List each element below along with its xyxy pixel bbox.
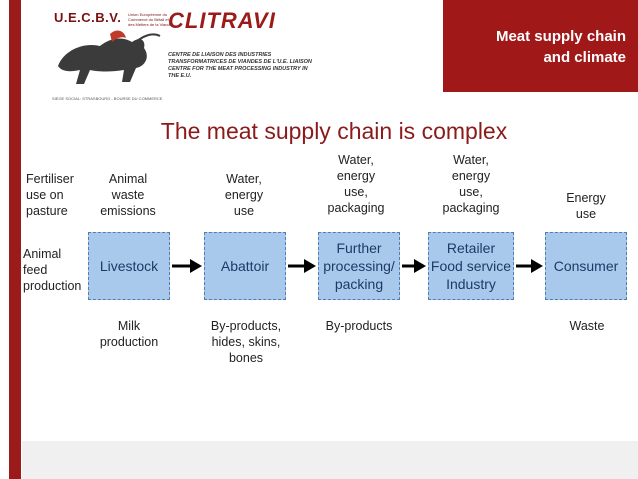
uecbv-abbr: U.E.C.B.V. xyxy=(54,10,122,25)
input-processing: Water, energy use, packaging xyxy=(327,153,385,215)
input-abattoir: Water, energy use xyxy=(224,172,264,218)
bull-icon xyxy=(58,30,161,84)
arrow-livestock-abattoir xyxy=(172,259,202,273)
output-waste: Waste xyxy=(569,319,605,333)
clitravi-description: CENTRE DE LIAISON DES INDUSTRIES TRANSFO… xyxy=(168,52,312,79)
input-fertiliser: Fertiliser use on pasture xyxy=(26,172,74,218)
slide-header: Meat supply chain and climate xyxy=(443,0,638,92)
arrow-processing-retailer xyxy=(402,259,426,273)
uecbv-logo: U.E.C.B.V. Union Européenne du Commerce … xyxy=(50,6,172,106)
footer-band xyxy=(22,441,638,479)
clitravi-name: CLITRAVI xyxy=(168,8,276,33)
stage-livestock: Livestock xyxy=(88,232,170,300)
output-processing-byproducts: By-products xyxy=(325,319,393,333)
arrow-retailer-consumer xyxy=(516,259,543,273)
clitravi-logo: CLITRAVI CENTRE DE LIAISON DES INDUSTRIE… xyxy=(168,8,318,103)
input-retailer: Water, energy use, packaging xyxy=(442,153,500,215)
input-animal-feed: Animal feed production xyxy=(23,247,82,293)
stage-retailer: Retailer Food service Industry xyxy=(428,232,514,300)
uecbv-tagline: Union Européenne du Commerce du Bétail e… xyxy=(128,12,172,27)
diagram-title: The meat supply chain is complex xyxy=(160,118,508,144)
arrow-abattoir-processing xyxy=(288,259,316,273)
output-abattoir-byproducts: By-products, hides, skins, bones xyxy=(210,319,282,365)
stage-consumer: Consumer xyxy=(545,232,627,300)
left-accent-stripe xyxy=(0,0,22,479)
uecbv-address: SIEGE SOCIAL: STRASBOURG - BOURSE DU COM… xyxy=(52,96,163,101)
output-milk: Milk production xyxy=(99,319,159,349)
input-animal-waste: Animal waste emissions xyxy=(100,172,156,218)
left-accent-bar xyxy=(9,0,21,479)
stage-abattoir: Abattoir xyxy=(204,232,286,300)
header-title: Meat supply chain and climate xyxy=(495,28,626,66)
stage-processing: Further processing/ packing xyxy=(318,232,400,300)
input-consumer: Energy use xyxy=(566,191,606,221)
